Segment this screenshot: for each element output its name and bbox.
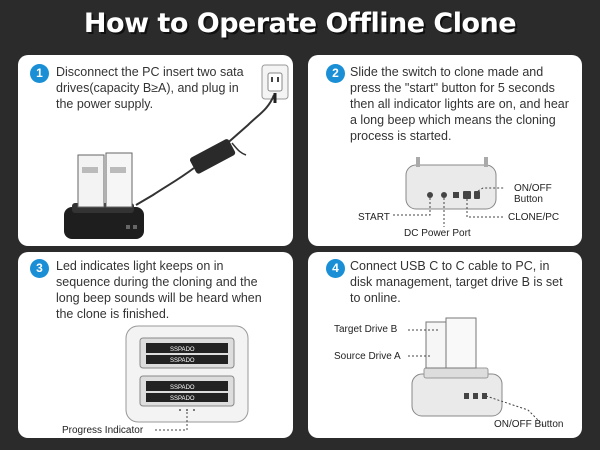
drive-brand-1: SSPADO [170, 347, 195, 353]
step-1-card: 1 Disconnect the PC insert two sata driv… [18, 55, 293, 246]
dock-side-view-illustration [408, 317, 545, 427]
onoff-switch-icon [474, 191, 480, 199]
step-3-text: Led indicates light keeps on in sequence… [56, 259, 262, 321]
page-title: How to Operate Offline Clone [83, 8, 517, 39]
onoff-button-label-4: ON/OFF Button [494, 419, 564, 430]
step-2-text: Slide the switch to clone made and press… [350, 65, 569, 143]
step-3-card: 3 Led indicates light keeps on in sequen… [18, 252, 293, 438]
dock-top-view-illustration: SSPADO SSPADO SSPADO SSPADO [125, 325, 249, 431]
start-button-icon [427, 192, 433, 198]
step-4-text: Connect USB C to C cable to PC, in disk … [350, 259, 563, 305]
progress-indicator-label: Progress Indicator [62, 425, 144, 436]
source-drive-label: Source Drive A [334, 351, 401, 362]
target-drive-label: Target Drive B [334, 324, 398, 335]
step-4-badge: 4 [326, 259, 345, 278]
wall-outlet-icon [261, 64, 289, 100]
power-adapter-icon [189, 139, 236, 174]
clone-pc-switch-icon [463, 191, 471, 199]
dock-station-icon [64, 203, 144, 239]
step-1-badge: 1 [30, 64, 49, 83]
dock-with-power-illustration [64, 64, 289, 239]
start-label: START [358, 212, 390, 223]
dock-rear-illustration [392, 157, 504, 227]
drive-brand-2: SSPADO [170, 358, 195, 364]
step-2-card: 2 Slide the switch to clone made and pre… [308, 55, 582, 246]
step-1-text: Disconnect the PC insert two sata drives… [56, 65, 244, 111]
step-2-badge: 2 [326, 64, 345, 83]
step-4-card: 4 Connect USB C to C cable to PC, in dis… [308, 252, 582, 438]
clone-pc-label: CLONE/PC [508, 212, 560, 223]
sata-drives-icon [77, 152, 133, 208]
drive-brand-3: SSPADO [170, 385, 195, 391]
dc-port-icon [441, 192, 447, 198]
onoff-button-label: ON/OFF Button [514, 183, 552, 205]
drive-brand-4: SSPADO [170, 396, 195, 402]
usb-port-icon [453, 192, 459, 198]
step-3-badge: 3 [30, 259, 49, 278]
dc-power-port-label: DC Power Port [404, 228, 471, 239]
